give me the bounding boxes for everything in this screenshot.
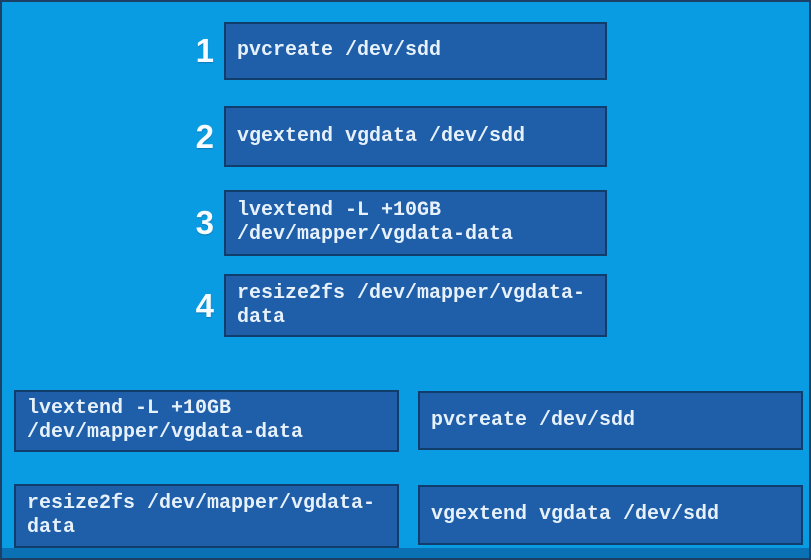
bottom-band: [2, 548, 809, 558]
option-resize2fs-label: resize2fs /dev/mapper/vgdata- data: [27, 492, 376, 539]
slot-2-command: vgextend vgdata /dev/sdd: [237, 124, 526, 148]
slot-2-dropzone[interactable]: vgextend vgdata /dev/sdd: [224, 106, 607, 167]
slot-2-number: 2: [195, 117, 214, 155]
slot-4-number: 4: [195, 286, 214, 324]
option-pvcreate-label: pvcreate /dev/sdd: [431, 408, 636, 432]
slot-1-number: 1: [195, 32, 214, 69]
option-lvextend-label: lvextend -L +10GB /dev/mapper/vgdata-dat…: [27, 397, 304, 444]
option-lvextend[interactable]: lvextend -L +10GB /dev/mapper/vgdata-dat…: [14, 390, 399, 452]
slot-1-dropzone[interactable]: pvcreate /dev/sdd: [224, 22, 607, 80]
slot-4-command: resize2fs /dev/mapper/vgdata- data: [237, 281, 586, 329]
option-vgextend[interactable]: vgextend vgdata /dev/sdd: [418, 485, 803, 545]
slot-3-number: 3: [195, 204, 214, 241]
slot-3-command: lvextend -L +10GB /dev/mapper/vgdata-dat…: [237, 199, 514, 246]
option-vgextend-label: vgextend vgdata /dev/sdd: [431, 503, 720, 526]
slot-4-dropzone[interactable]: resize2fs /dev/mapper/vgdata- data: [224, 274, 607, 337]
slot-3-dropzone[interactable]: lvextend -L +10GB /dev/mapper/vgdata-dat…: [224, 190, 607, 256]
option-resize2fs[interactable]: resize2fs /dev/mapper/vgdata- data: [14, 484, 399, 548]
slot-1-command: pvcreate /dev/sdd: [237, 39, 442, 62]
option-pvcreate[interactable]: pvcreate /dev/sdd: [418, 391, 803, 450]
